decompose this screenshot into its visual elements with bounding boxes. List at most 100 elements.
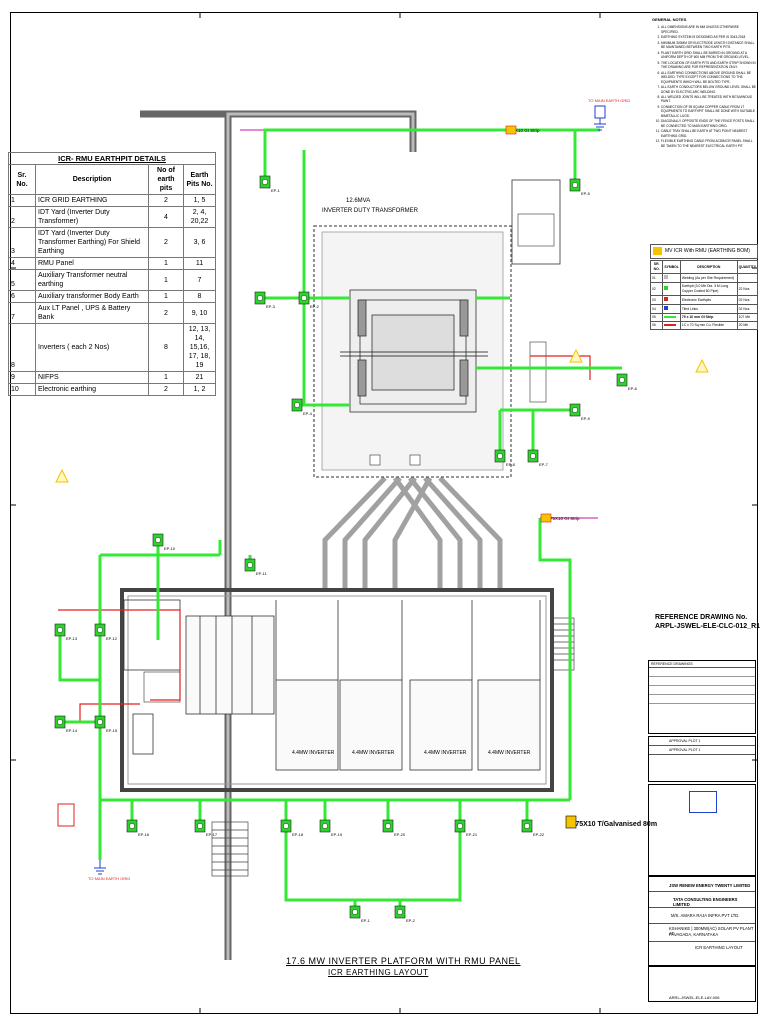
pit-numbers-cell: 12, 13, 14, 15,16, 17, 18, 19 bbox=[183, 323, 216, 372]
earth-pit-label: EP-10 bbox=[164, 546, 176, 551]
idt-yard-boundary bbox=[313, 225, 512, 478]
earth-pit: EP-15 bbox=[94, 715, 118, 733]
general-notes-heading: GENERAL NOTES bbox=[652, 17, 687, 22]
sr-no-cell: 3 bbox=[8, 227, 36, 258]
bom-symbol-icon bbox=[664, 306, 669, 310]
pit-count-cell: 1 bbox=[148, 371, 184, 384]
earth-pit: EP-3 bbox=[254, 291, 276, 309]
earth-pit: EP-4 bbox=[291, 398, 313, 416]
earth-pit-label: EP-21 bbox=[466, 832, 478, 837]
earth-pit: EP-1 bbox=[349, 905, 371, 923]
drawing-sub-title: ICR EARTHING LAYOUT bbox=[328, 968, 429, 977]
earth-pit-label: EP-1 bbox=[271, 188, 281, 193]
earth-pits: EP-1EP-2EP-3EP-4EP-5EP-6EP-7EP-8EP-9EP-1… bbox=[54, 175, 638, 923]
bom-description-cell: Electronic Earthpits bbox=[679, 295, 738, 305]
drawing-number: ARRL-JSWEL-ELE-LAY-006 bbox=[669, 995, 720, 1000]
transformer-description-label: INVERTER DUTY TRANSFORMER bbox=[322, 208, 419, 214]
col-header-srno: Sr. No. bbox=[8, 164, 36, 195]
revision-block: APPROVAL PLOT 1 APPROVAL PLOT 1 bbox=[648, 736, 756, 782]
revision-row-1: APPROVAL PLOT 1 bbox=[649, 737, 755, 746]
bom-quantity-cell: 107 Mtr bbox=[736, 313, 759, 322]
bom-description-cell: 1C x 70 Sq mm Cu. Flexible bbox=[679, 321, 738, 330]
sr-no-cell: 9 bbox=[8, 371, 36, 384]
bom-symbol-cell bbox=[662, 282, 681, 296]
reference-label: REFERENCE DRAWING No. bbox=[655, 614, 748, 621]
pit-numbers-cell: 8 bbox=[183, 290, 216, 303]
bom-srno-cell: 03 bbox=[649, 295, 664, 305]
pit-count-cell: 4 bbox=[148, 206, 184, 228]
pit-numbers-cell: 2, 4, 20,22 bbox=[183, 206, 216, 228]
bom-quantity-cell: 20 Mtr bbox=[736, 321, 759, 330]
earth-pit: EP-1 bbox=[259, 175, 281, 193]
pit-count-cell: 8 bbox=[148, 323, 184, 372]
bom-symbol-icon bbox=[664, 275, 669, 279]
note-item: ALL WELDED JOINTS WILL BE TREATED WITH B… bbox=[661, 95, 756, 104]
earth-pit: EP-20 bbox=[382, 819, 406, 837]
earth-pit-label: EP-2 bbox=[406, 918, 416, 923]
bom-description-cell: Tiled Links bbox=[679, 304, 738, 314]
earth-pit: EP-21 bbox=[454, 819, 478, 837]
note-item: MINIMUM 300MM OR ELECTRODE LENGTH DISTAN… bbox=[661, 41, 756, 50]
description-cell: Electronic earthing bbox=[35, 383, 149, 396]
earth-pit-label: EP-6 bbox=[628, 386, 638, 391]
title-block-client: JSW RENEW ENERGY TWENTY LIMITED bbox=[669, 883, 751, 888]
bom-title: MV ICR With RMU (EARTHING BOM) bbox=[650, 244, 758, 259]
pit-numbers-cell: 9, 10 bbox=[183, 302, 216, 324]
inverter-bays bbox=[185, 615, 541, 771]
col-header-description: Description bbox=[35, 164, 149, 195]
cable-fans bbox=[322, 476, 503, 590]
bom-symbol-icon bbox=[664, 316, 677, 318]
sr-no-cell: 8 bbox=[8, 323, 36, 372]
earth-pit-label: EP-16 bbox=[138, 832, 150, 837]
bom-quantity-cell bbox=[736, 273, 759, 283]
bom-srno-cell: 05 bbox=[649, 313, 664, 322]
earth-pit: EP-18 bbox=[280, 819, 304, 837]
sr-no-cell: 5 bbox=[8, 269, 36, 291]
bom-symbol-icon bbox=[664, 286, 669, 290]
bom-symbol-cell bbox=[662, 273, 681, 283]
note-item: ALL EARTHING CONNECTIONS ABOVE GROUND SH… bbox=[661, 71, 756, 84]
bom-header-quantity: QUANTITY bbox=[736, 260, 759, 274]
earth-pit: EP-19 bbox=[319, 819, 343, 837]
earth-pit-label: EP-11 bbox=[256, 571, 268, 576]
drawing-frame bbox=[10, 12, 758, 1014]
earth-grid-tag-1: TO MAIN EARTH GRID bbox=[588, 98, 630, 103]
pit-numbers-cell: 3, 6 bbox=[183, 227, 216, 258]
pit-count-cell: 2 bbox=[148, 194, 184, 207]
earth-pit: EP-17 bbox=[194, 819, 218, 837]
note-item: EARTHING SYSTEM IS DESIGNED AS PER IS 30… bbox=[661, 35, 756, 39]
sr-no-cell: 10 bbox=[8, 383, 36, 396]
note-item: CABLE TRAY SHALL BE EARTH AT TWO POINT N… bbox=[661, 129, 756, 138]
earth-pit-label: EP-15 bbox=[106, 728, 118, 733]
bom-title-text: MV ICR With RMU (EARTHING BOM) bbox=[665, 248, 750, 254]
earth-grid-tag-2: TO MAIN EARTH GRID bbox=[88, 876, 130, 881]
bom-symbol-cell bbox=[662, 295, 681, 305]
earth-pit: EP-22 bbox=[521, 819, 545, 837]
earth-pit-label: EP-5 bbox=[581, 191, 591, 196]
revision-row-2: APPROVAL PLOT 1 bbox=[649, 746, 755, 755]
note-item: DIAGONALLY OPPOSITE ENDS OF THE FENCE PO… bbox=[661, 119, 756, 128]
bom-header-srno: SR. NO. bbox=[649, 260, 664, 274]
rmu-earthpit-table: ICR- RMU EARTHPIT DETAILS Sr. No. Descri… bbox=[8, 152, 216, 396]
bom-srno-cell: 06 bbox=[649, 321, 664, 330]
earth-pit: EP-14 bbox=[54, 715, 78, 733]
bom-header-symbol: SYMBOL bbox=[662, 260, 681, 274]
earth-pit-label: EP-17 bbox=[206, 832, 218, 837]
description-cell: NIFPS bbox=[35, 371, 149, 384]
table-title: ICR- RMU EARTHPIT DETAILS bbox=[8, 152, 216, 165]
inverter-label-1: 4.4MW INVERTER bbox=[292, 750, 335, 756]
warning-triangles bbox=[55, 348, 709, 483]
strip-callout-3: GI 75X10 T/Galvanised 80m bbox=[566, 821, 657, 828]
title-block: JSW RENEW ENERGY TWENTY LIMITED TATA CON… bbox=[648, 876, 756, 966]
